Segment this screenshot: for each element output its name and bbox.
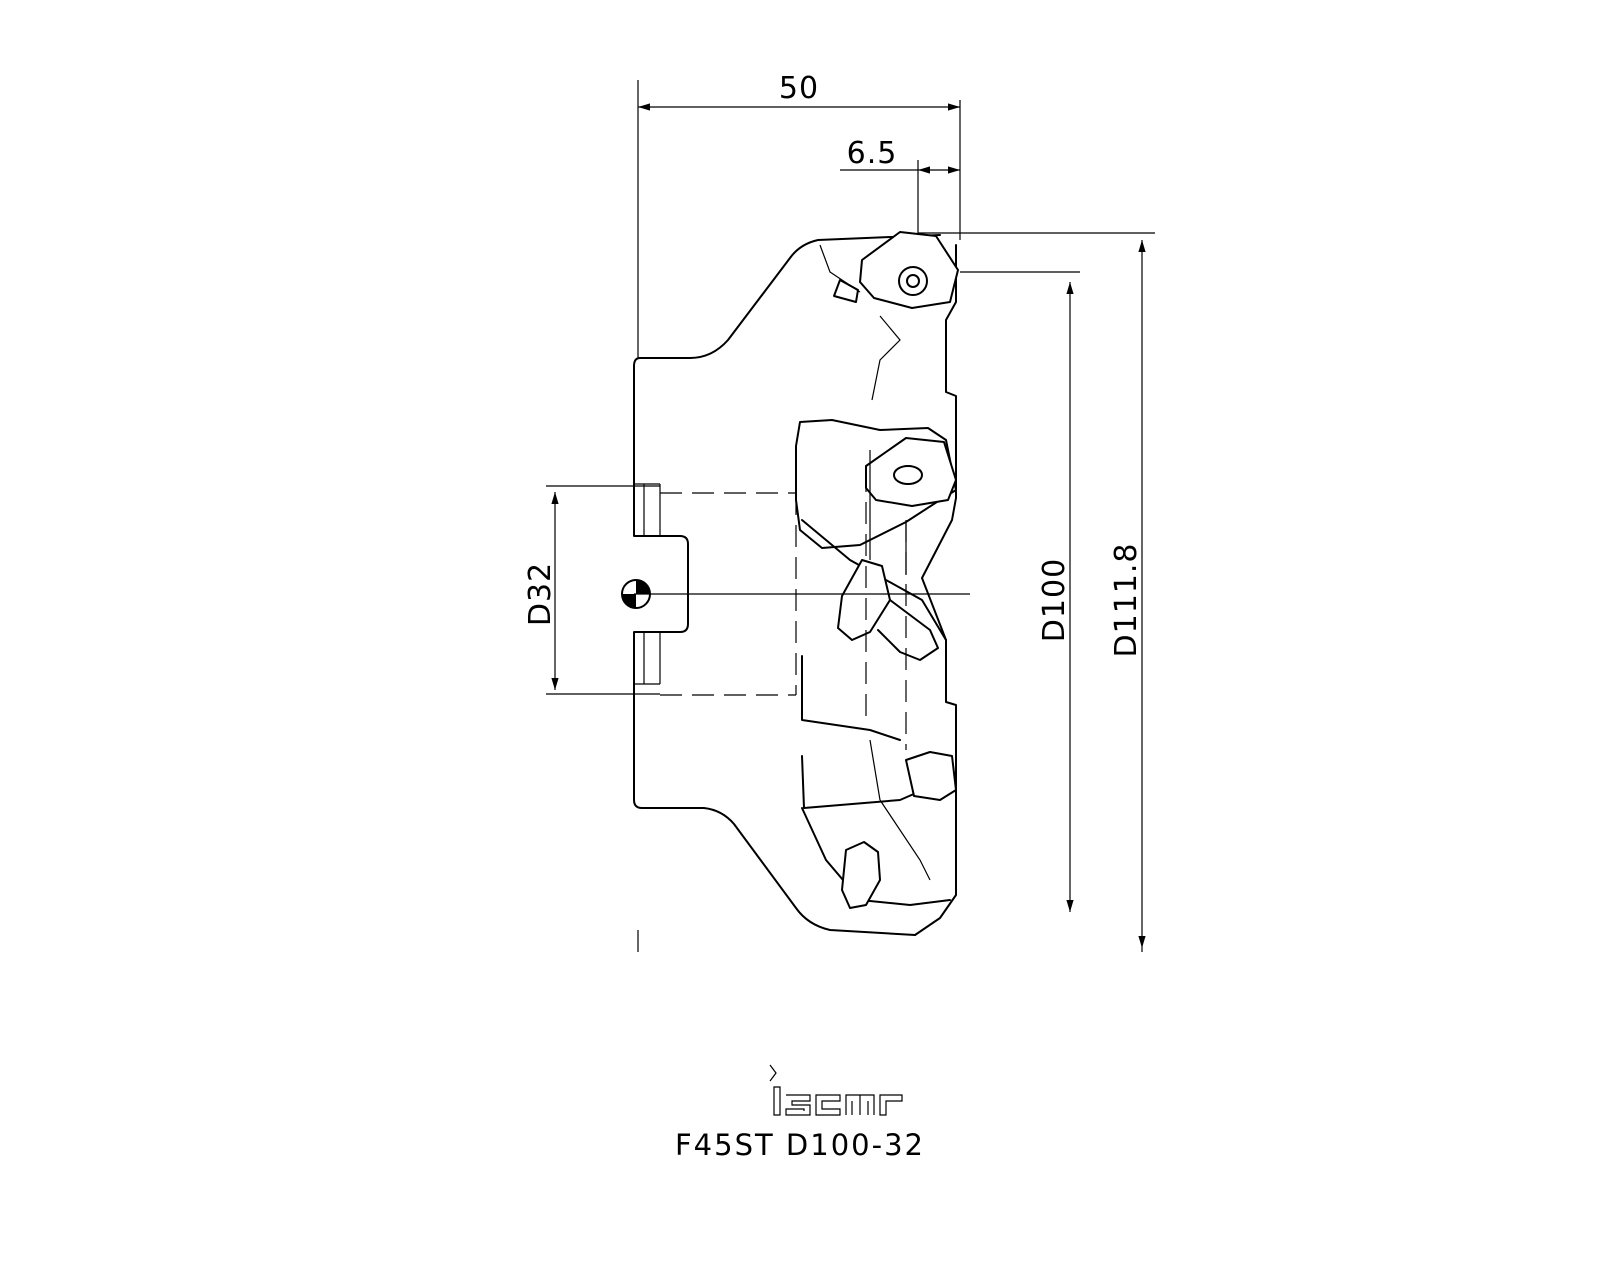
dimension-bore-label: D32	[523, 562, 558, 626]
pocket-upper	[795, 419, 957, 575]
dimension-length-label: 50	[779, 71, 819, 106]
pocket-center	[801, 519, 947, 661]
dimension-insert-offset: 6.5	[840, 136, 960, 235]
dimension-max-diameter-label: D111.8	[1109, 543, 1144, 658]
top-insert	[833, 231, 959, 401]
pocket-lower	[801, 655, 957, 909]
dimension-bore: D32	[523, 485, 660, 695]
dimension-cutting-diameter-label: D100	[1037, 558, 1072, 642]
dimension-length: 50	[637, 71, 961, 358]
centerline	[621, 579, 970, 609]
tool-body	[633, 234, 957, 936]
dimension-insert-offset-label: 6.5	[847, 136, 898, 171]
part-number: F45ST D100-32	[675, 1128, 925, 1162]
dimension-max-diameter: D111.8	[918, 232, 1155, 948]
iscar-logo	[769, 1064, 903, 1116]
dimension-cutting-diameter: D100	[960, 271, 1080, 912]
